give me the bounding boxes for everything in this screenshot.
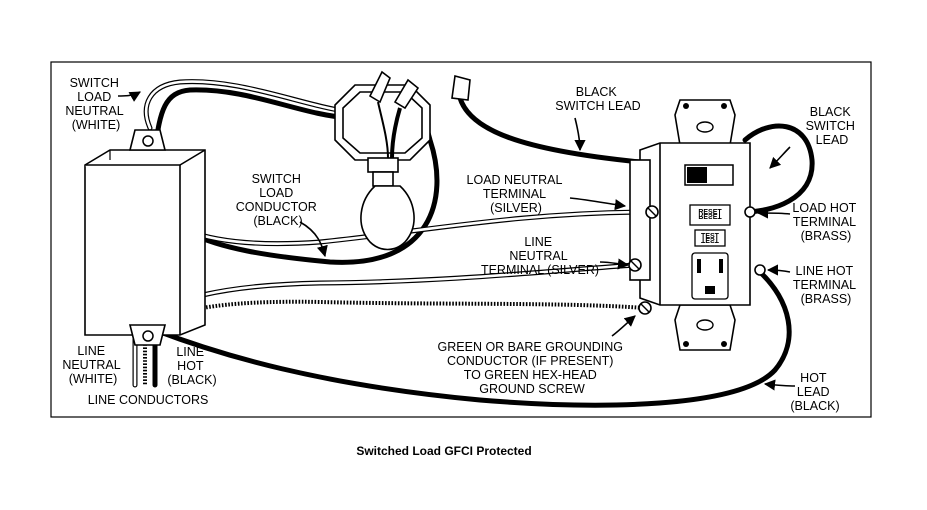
test-button <box>694 229 726 247</box>
wire-nut-2 <box>393 78 420 110</box>
reset-label-mirror: RESET <box>698 212 722 219</box>
leader-arrows <box>117 91 796 391</box>
light-fixture <box>334 70 471 251</box>
labels: SWITCH LOAD NEUTRAL (WHITE) SWITCH LOAD … <box>62 76 859 413</box>
black-switch-lead-wire <box>457 95 643 165</box>
label-hot-lead: HOT LEAD (BLACK) <box>790 371 839 413</box>
reset-button <box>689 204 731 226</box>
label-grounding-conductor: GREEN OR BARE GROUNDING CONDUCTOR (IF PR… <box>438 340 627 396</box>
line-hot-wire <box>152 269 792 408</box>
label-switch-load-neutral: SWITCH LOAD NEUTRAL (WHITE) <box>65 76 126 132</box>
label-line-conductors: LINE CONDUCTORS <box>88 393 209 407</box>
label-line-neutral-terminal: LINE NEUTRAL TERMINAL (SILVER) <box>481 235 599 277</box>
test-label-mirror: TEST <box>701 236 720 243</box>
switch-load-conductor-wire-upper <box>152 87 353 153</box>
label-switch-load-conductor: SWITCH LOAD CONDUCTOR (BLACK) <box>236 172 321 228</box>
reset-label: RESET <box>698 209 722 216</box>
diagram-caption: Switched Load GFCI Protected <box>356 444 531 458</box>
wire-nut-1 <box>368 70 391 104</box>
diagram-frame <box>50 61 872 418</box>
gfci-receptacle: RESET RESET TEST TEST <box>628 99 766 351</box>
label-load-neutral-terminal: LOAD NEUTRAL TERMINAL (SILVER) <box>467 173 566 215</box>
black-switch-lead-right-wire <box>742 123 815 215</box>
junction-box <box>84 129 206 346</box>
wire-nut-3 <box>451 74 471 101</box>
label-load-hot-terminal: LOAD HOT TERMINAL (BRASS) <box>792 201 859 243</box>
label-black-switch-lead-top: BLACK SWITCH LEAD <box>555 85 640 113</box>
ground-wire <box>138 299 646 332</box>
line-hot-screw <box>754 264 766 276</box>
test-label: TEST <box>701 233 720 240</box>
load-hot-screw <box>744 206 756 218</box>
label-black-switch-lead-right: BLACK SWITCH LEAD <box>806 105 859 147</box>
label-line-hot-terminal: LINE HOT TERMINAL (BRASS) <box>793 264 859 306</box>
label-line-neutral: LINE NEUTRAL (WHITE) <box>62 344 123 386</box>
label-line-hot: LINE HOT (BLACK) <box>167 345 216 387</box>
